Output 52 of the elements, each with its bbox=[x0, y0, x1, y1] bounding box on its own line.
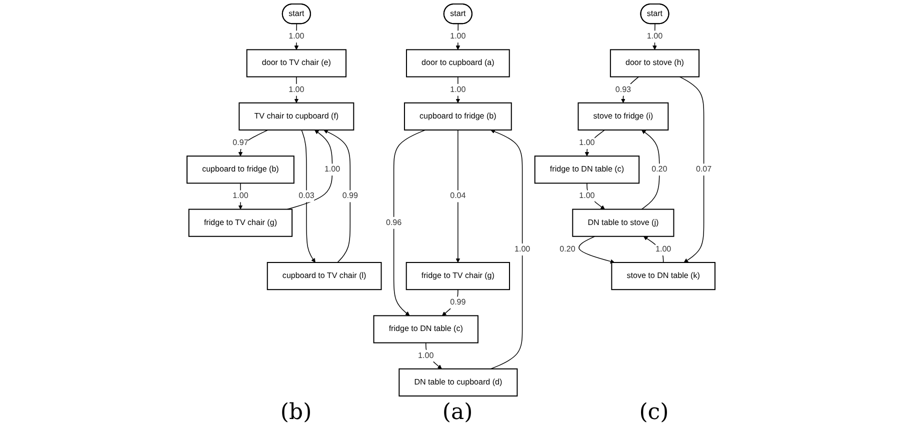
node-box: DN table to cupboard (d) bbox=[398, 368, 518, 396]
edge-label: 0.20 bbox=[559, 244, 575, 254]
edge-label: 0.93 bbox=[614, 85, 630, 94]
arrow bbox=[323, 130, 350, 263]
node-box: cupboard to fridge (b) bbox=[186, 156, 294, 184]
edge-label: 1.00 bbox=[232, 192, 248, 200]
node-box: fridge to DN table (c) bbox=[372, 315, 478, 344]
edge-label: 1.00 bbox=[646, 32, 662, 41]
edge-label: 0.03 bbox=[298, 192, 314, 200]
edge-label: 1.00 bbox=[418, 351, 434, 360]
node-box: door to stove (h) bbox=[609, 49, 700, 78]
arrow bbox=[640, 130, 660, 210]
edge-label: 1.00 bbox=[288, 32, 304, 41]
node-box: fridge to TV chair (g) bbox=[405, 262, 510, 290]
edge-label: 0.99 bbox=[450, 298, 466, 307]
edge-label: 1.00 bbox=[514, 244, 530, 254]
arrow bbox=[424, 342, 442, 370]
edge-label: 1.00 bbox=[450, 85, 466, 94]
node-box: cupboard to TV chair (l) bbox=[266, 262, 382, 290]
arrow bbox=[392, 130, 426, 316]
node-box: TV chair to cupboard (f) bbox=[238, 102, 354, 130]
edge-label: 0.96 bbox=[385, 218, 402, 227]
edge-label: 1.00 bbox=[578, 192, 594, 200]
panel-label: (c) bbox=[639, 400, 669, 425]
node-box: fridge to TV chair (g) bbox=[188, 208, 292, 237]
arrow bbox=[490, 129, 522, 370]
edge-label: 1.00 bbox=[578, 138, 594, 148]
node-box: door to TV chair (e) bbox=[246, 49, 346, 78]
node-box: stove to DN table (k) bbox=[610, 262, 715, 290]
arrow bbox=[300, 130, 315, 263]
arrow bbox=[455, 130, 460, 263]
panel-label: (b) bbox=[280, 400, 312, 425]
edge-label: 0.97 bbox=[232, 138, 248, 148]
panel-label: (a) bbox=[442, 400, 473, 425]
arrow bbox=[578, 236, 614, 264]
edge-label: 0.04 bbox=[450, 192, 466, 200]
edge-label: 0.20 bbox=[651, 165, 667, 174]
node-box: fridge to DN table (c) bbox=[534, 156, 640, 184]
arrow bbox=[678, 76, 704, 263]
edge-label: 0.07 bbox=[695, 165, 712, 174]
edge-label: 1.00 bbox=[655, 244, 671, 254]
edge-label: 1.00 bbox=[450, 32, 466, 41]
edge-label: 1.00 bbox=[324, 165, 340, 174]
node-box: door to cupboard (a) bbox=[405, 49, 510, 78]
node-box: DN table to stove (j) bbox=[572, 208, 674, 237]
node-box: cupboard to fridge (b) bbox=[403, 102, 512, 130]
edge-label: 0.99 bbox=[342, 192, 358, 200]
arrow bbox=[442, 289, 458, 316]
arrow bbox=[586, 182, 604, 210]
arrow bbox=[238, 130, 268, 156]
node-box: stove to fridge (i) bbox=[577, 102, 668, 130]
edge-label: 1.00 bbox=[288, 85, 304, 94]
